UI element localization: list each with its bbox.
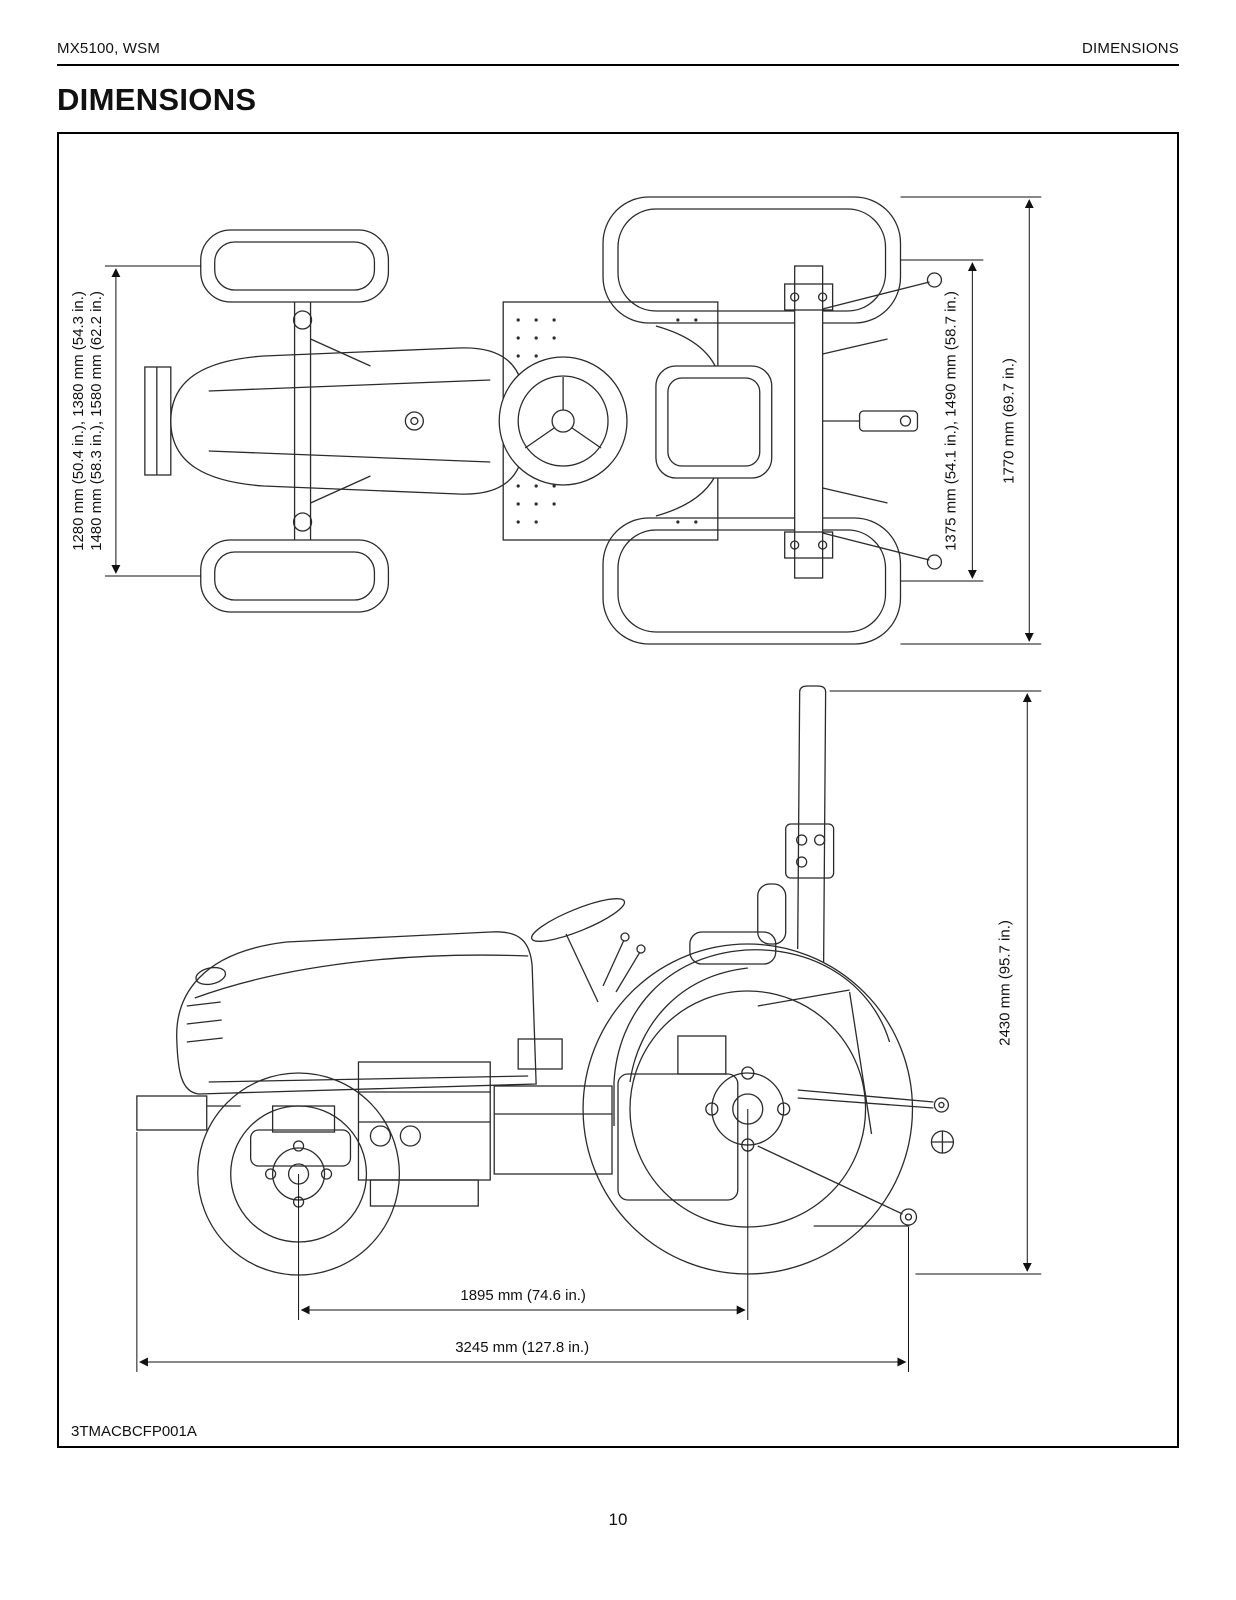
page-header: MX5100, WSM DIMENSIONS	[57, 40, 1179, 66]
figure-code: 3TMACBCFP001A	[69, 1423, 199, 1440]
page-title: DIMENSIONS	[57, 82, 257, 117]
rear-tire-right	[602, 517, 902, 645]
three-point-hitch-top-view	[822, 272, 943, 570]
manual-page: MX5100, WSM DIMENSIONS DIMENSIONS	[57, 40, 1179, 1529]
rear-fender	[613, 949, 891, 1083]
steering-wheel-top-view	[517, 375, 609, 467]
seat-top-view	[655, 365, 773, 479]
rear-tread-label: 1375 mm (54.1 in.), 1490 mm (58.7 in.)	[942, 291, 959, 551]
three-point-hitch-side-view	[757, 989, 955, 1227]
dimension-lines	[104, 196, 1042, 1372]
platform-tread-dots	[516, 318, 698, 524]
wheelbase-label: 1895 mm (74.6 in.)	[460, 1287, 586, 1304]
front-tire-left	[200, 229, 390, 303]
rops-side-view	[785, 685, 835, 963]
header-model: MX5100, WSM	[57, 40, 161, 57]
overall-length-label: 3245 mm (127.8 in.)	[455, 1339, 589, 1356]
chassis-engine	[136, 1035, 739, 1207]
front-tread-label-line1: 1280 mm (50.4 in.), 1380 mm (54.3 in.)	[70, 291, 87, 551]
hood-side-view	[176, 931, 537, 1095]
header-section: DIMENSIONS	[1081, 40, 1179, 57]
dimensions-diagram: 1280 mm (50.4 in.), 1380 mm (54.3 in.) 1…	[70, 196, 1042, 1372]
seat-side-view	[689, 883, 787, 965]
dimensions-figure: 1280 mm (50.4 in.), 1380 mm (54.3 in.) 1…	[57, 132, 1179, 1448]
front-tire-right	[200, 539, 390, 613]
rops-bar-top-view	[794, 265, 824, 579]
tractor-top-view-drawing	[144, 196, 943, 645]
rear-tire-left	[602, 196, 902, 324]
front-tread-label-line2: 1480 mm (58.3 in.), 1580 mm (62.2 in.)	[88, 291, 105, 551]
overall-width-label: 1770 mm (69.7 in.)	[1000, 358, 1017, 484]
hood-top-view	[170, 347, 527, 495]
steering-side-view	[530, 898, 646, 1003]
page-number: 10	[608, 1510, 628, 1529]
overall-height-label: 2430 mm (95.7 in.)	[996, 920, 1013, 1046]
front-weight-bracket	[144, 366, 172, 476]
tractor-side-view-drawing	[136, 685, 955, 1276]
dimension-labels: 1280 mm (50.4 in.), 1380 mm (54.3 in.) 1…	[70, 291, 1017, 1356]
